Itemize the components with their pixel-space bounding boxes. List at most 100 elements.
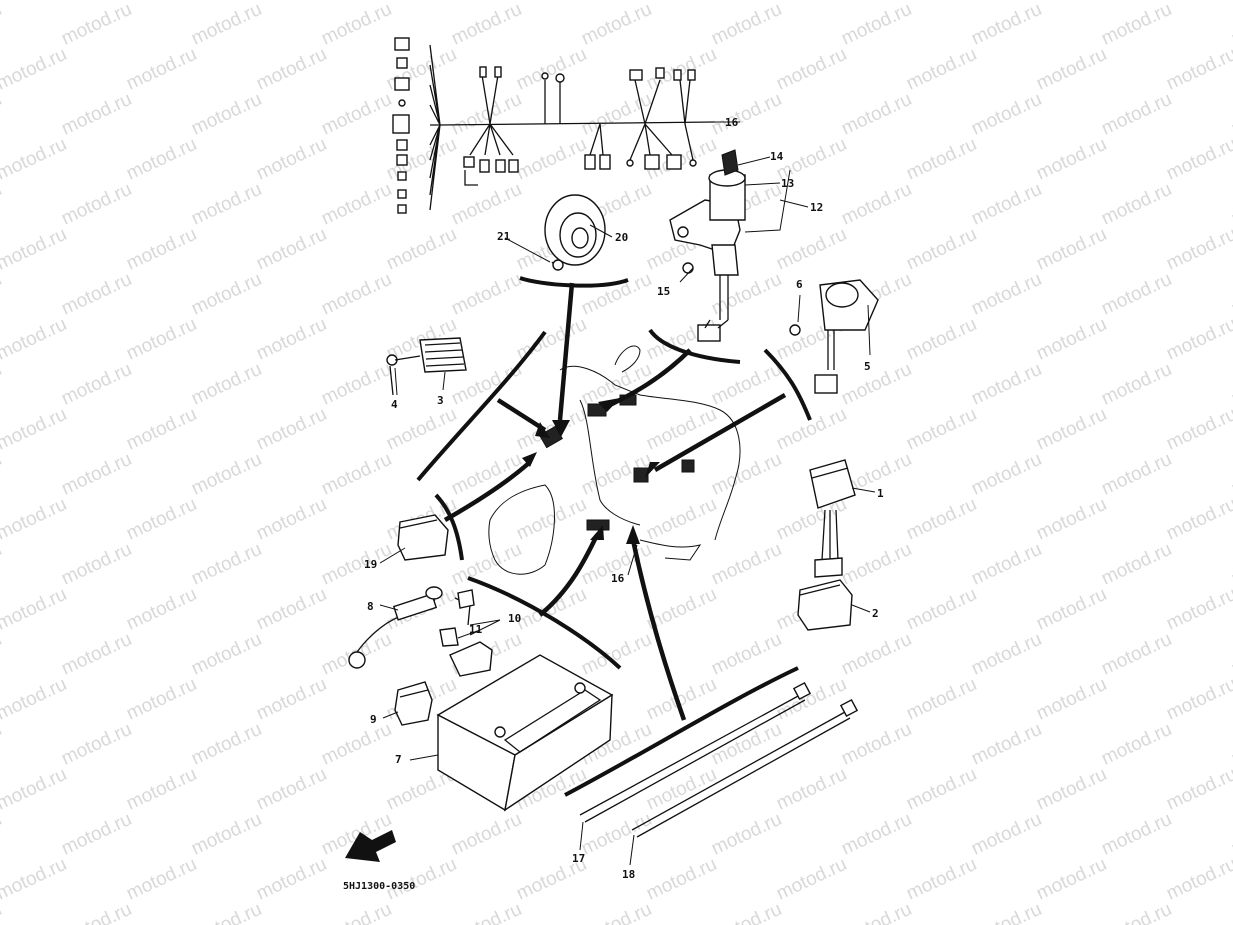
callout-5: 5 bbox=[864, 360, 871, 373]
watermark-text: motod.ru bbox=[838, 899, 915, 925]
watermark-text: motod.ru bbox=[838, 179, 915, 230]
watermark-text: motod.ru bbox=[1228, 269, 1233, 320]
watermark-text: motod.ru bbox=[578, 629, 655, 680]
watermark-text: motod.ru bbox=[123, 314, 200, 365]
watermark-text: motod.ru bbox=[123, 224, 200, 275]
watermark-text: motod.ru bbox=[318, 359, 395, 410]
watermark-text: motod.ru bbox=[123, 854, 200, 905]
watermark-text: motod.ru bbox=[1163, 224, 1233, 275]
watermark-text: motod.ru bbox=[123, 134, 200, 185]
watermark-text: motod.ru bbox=[253, 764, 330, 815]
watermark-text: motod.ru bbox=[1098, 629, 1175, 680]
watermark-text: motod.ru bbox=[968, 809, 1045, 860]
callout-10: 10 bbox=[508, 612, 521, 625]
watermark-text: motod.ru bbox=[58, 0, 135, 50]
motorcycle-outline bbox=[488, 345, 741, 575]
callout-6: 6 bbox=[796, 278, 803, 291]
watermark-text: motod.ru bbox=[1163, 134, 1233, 185]
watermark-text: motod.ru bbox=[1098, 359, 1175, 410]
watermark-text: motod.ru bbox=[448, 899, 525, 925]
callout-14: 14 bbox=[770, 150, 784, 163]
watermark-text: motod.ru bbox=[773, 224, 850, 275]
watermark-text: motod.ru bbox=[968, 0, 1045, 50]
callout-3: 3 bbox=[437, 394, 444, 407]
watermark-text: motod.ru bbox=[448, 89, 525, 140]
watermark-text: motod.ru bbox=[123, 674, 200, 725]
watermark-text: motod.ru bbox=[578, 89, 655, 140]
unit-1 bbox=[809, 459, 856, 578]
watermark-text: motod.ru bbox=[903, 494, 980, 545]
watermark-text: motod.ru bbox=[58, 629, 135, 680]
watermark-text: motod.ru bbox=[188, 179, 265, 230]
watermark-text: motod.ru bbox=[838, 719, 915, 770]
watermark-text: motod.ru bbox=[0, 0, 5, 50]
watermark-text: motod.ru bbox=[0, 404, 70, 455]
watermark-text: motod.ru bbox=[318, 89, 395, 140]
watermark-text: motod.ru bbox=[383, 854, 460, 905]
watermark-text: motod.ru bbox=[0, 584, 70, 635]
watermark-text: motod.ru bbox=[773, 44, 850, 95]
watermark-text: motod.ru bbox=[513, 44, 590, 95]
watermark-text: motod.ru bbox=[578, 899, 655, 925]
watermark-text: motod.ru bbox=[253, 404, 330, 455]
watermark-text: motod.ru bbox=[708, 809, 785, 860]
watermark-text: motod.ru bbox=[1098, 89, 1175, 140]
watermark-text: motod.ru bbox=[1098, 899, 1175, 925]
watermark-text: motod.ru bbox=[1228, 719, 1233, 770]
watermark-text: motod.ru bbox=[903, 134, 980, 185]
callout-4: 4 bbox=[391, 398, 398, 411]
watermark-text: motod.ru bbox=[0, 134, 70, 185]
watermark-text: motod.ru bbox=[838, 539, 915, 590]
watermark-text: motod.ru bbox=[708, 449, 785, 500]
watermark-text: motod.ru bbox=[0, 314, 70, 365]
watermark-text: motod.ru bbox=[253, 674, 330, 725]
watermark-text: motod.ru bbox=[773, 674, 850, 725]
watermark-text: motod.ru bbox=[968, 89, 1045, 140]
watermark-text: motod.ru bbox=[1228, 0, 1233, 50]
watermark-text: motod.ru bbox=[1163, 494, 1233, 545]
watermark-text: motod.ru bbox=[708, 719, 785, 770]
watermark-text: motod.ru bbox=[773, 404, 850, 455]
watermark-text: motod.ru bbox=[1163, 674, 1233, 725]
watermark-text: motod.ru bbox=[1098, 449, 1175, 500]
watermark-text: motod.ru bbox=[903, 764, 980, 815]
watermark-text: motod.ru bbox=[188, 899, 265, 925]
watermark-text: motod.ru bbox=[903, 44, 980, 95]
relay-unit-3 bbox=[386, 337, 467, 396]
callout-13: 13 bbox=[781, 177, 794, 190]
watermark-text: motod.ru bbox=[708, 539, 785, 590]
watermark-text: motod.ru bbox=[1228, 359, 1233, 410]
callout-18: 18 bbox=[622, 868, 635, 881]
watermark-text: motod.ru bbox=[253, 0, 330, 5]
watermark-text: motod.ru bbox=[188, 449, 265, 500]
watermark-text: motod.ru bbox=[1033, 404, 1110, 455]
watermark-text: motod.ru bbox=[708, 89, 785, 140]
watermark-text: motod.ru bbox=[0, 44, 70, 95]
callout-7: 7 bbox=[395, 753, 402, 766]
fuse-holder bbox=[348, 586, 493, 726]
watermark-text: motod.ru bbox=[1163, 0, 1233, 5]
watermark-text: motod.ru bbox=[188, 809, 265, 860]
diagram-code: 5HJ1300-0350 bbox=[343, 881, 415, 892]
watermark-text: motod.ru bbox=[58, 449, 135, 500]
watermark-text: motod.ru bbox=[123, 584, 200, 635]
watermark-text: motod.ru bbox=[903, 224, 980, 275]
assembly-arrows bbox=[443, 282, 787, 721]
watermark-text: motod.ru bbox=[643, 494, 720, 545]
watermark-text: motod.ru bbox=[1228, 809, 1233, 860]
watermark-text: motod.ru bbox=[448, 0, 525, 50]
watermark-text: motod.ru bbox=[318, 269, 395, 320]
watermark-text: motod.ru bbox=[188, 0, 265, 50]
watermark-text: motod.ru bbox=[318, 449, 395, 500]
brackets bbox=[416, 276, 812, 797]
watermark-text: motod.ru bbox=[448, 179, 525, 230]
watermark-text: motod.ru bbox=[1098, 719, 1175, 770]
watermark-text: motod.ru bbox=[253, 44, 330, 95]
callout-17: 17 bbox=[572, 852, 585, 865]
watermark-text: motod.ru bbox=[1033, 674, 1110, 725]
watermark-text: motod.ru bbox=[1228, 89, 1233, 140]
watermark-text: motod.ru bbox=[58, 359, 135, 410]
watermark-text: motod.ru bbox=[903, 314, 980, 365]
watermark-text: motod.ru bbox=[838, 359, 915, 410]
